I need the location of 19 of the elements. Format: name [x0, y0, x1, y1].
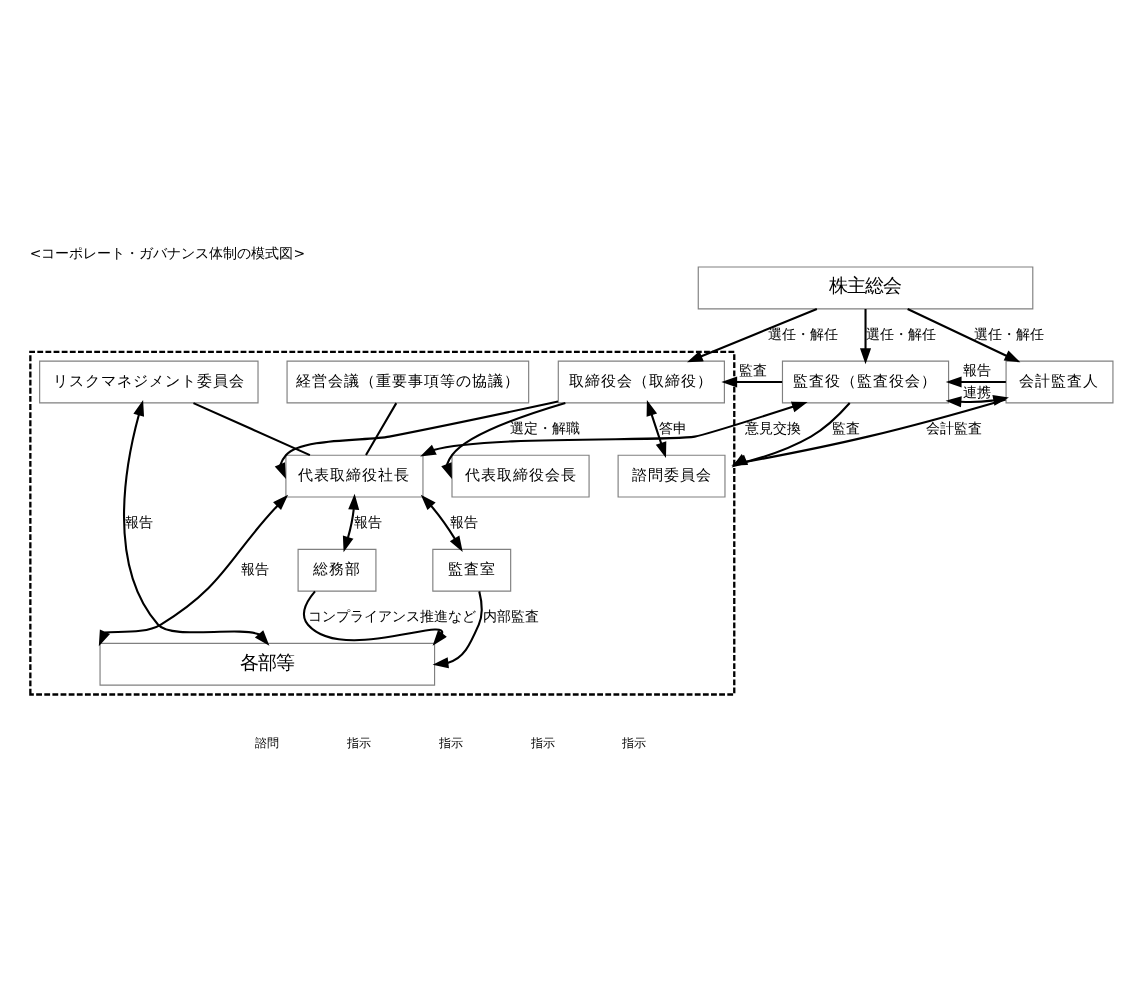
arrow	[420, 401, 808, 457]
arrow	[420, 494, 463, 552]
connector	[365, 402, 398, 456]
arrow	[721, 376, 783, 388]
arrow	[303, 590, 447, 646]
arrow	[441, 401, 566, 480]
arrow	[945, 376, 1006, 388]
arrow	[646, 400, 667, 459]
arrow	[98, 494, 289, 647]
arrow	[686, 308, 818, 363]
arrow	[860, 309, 872, 365]
arrow	[907, 308, 1021, 363]
arrow	[432, 591, 483, 669]
arrow	[274, 400, 559, 480]
node-box: 株主総会	[697, 266, 1034, 310]
connector	[193, 402, 311, 457]
node-box: 各部等	[99, 642, 436, 686]
arrow	[342, 493, 360, 553]
arrow	[123, 400, 270, 646]
